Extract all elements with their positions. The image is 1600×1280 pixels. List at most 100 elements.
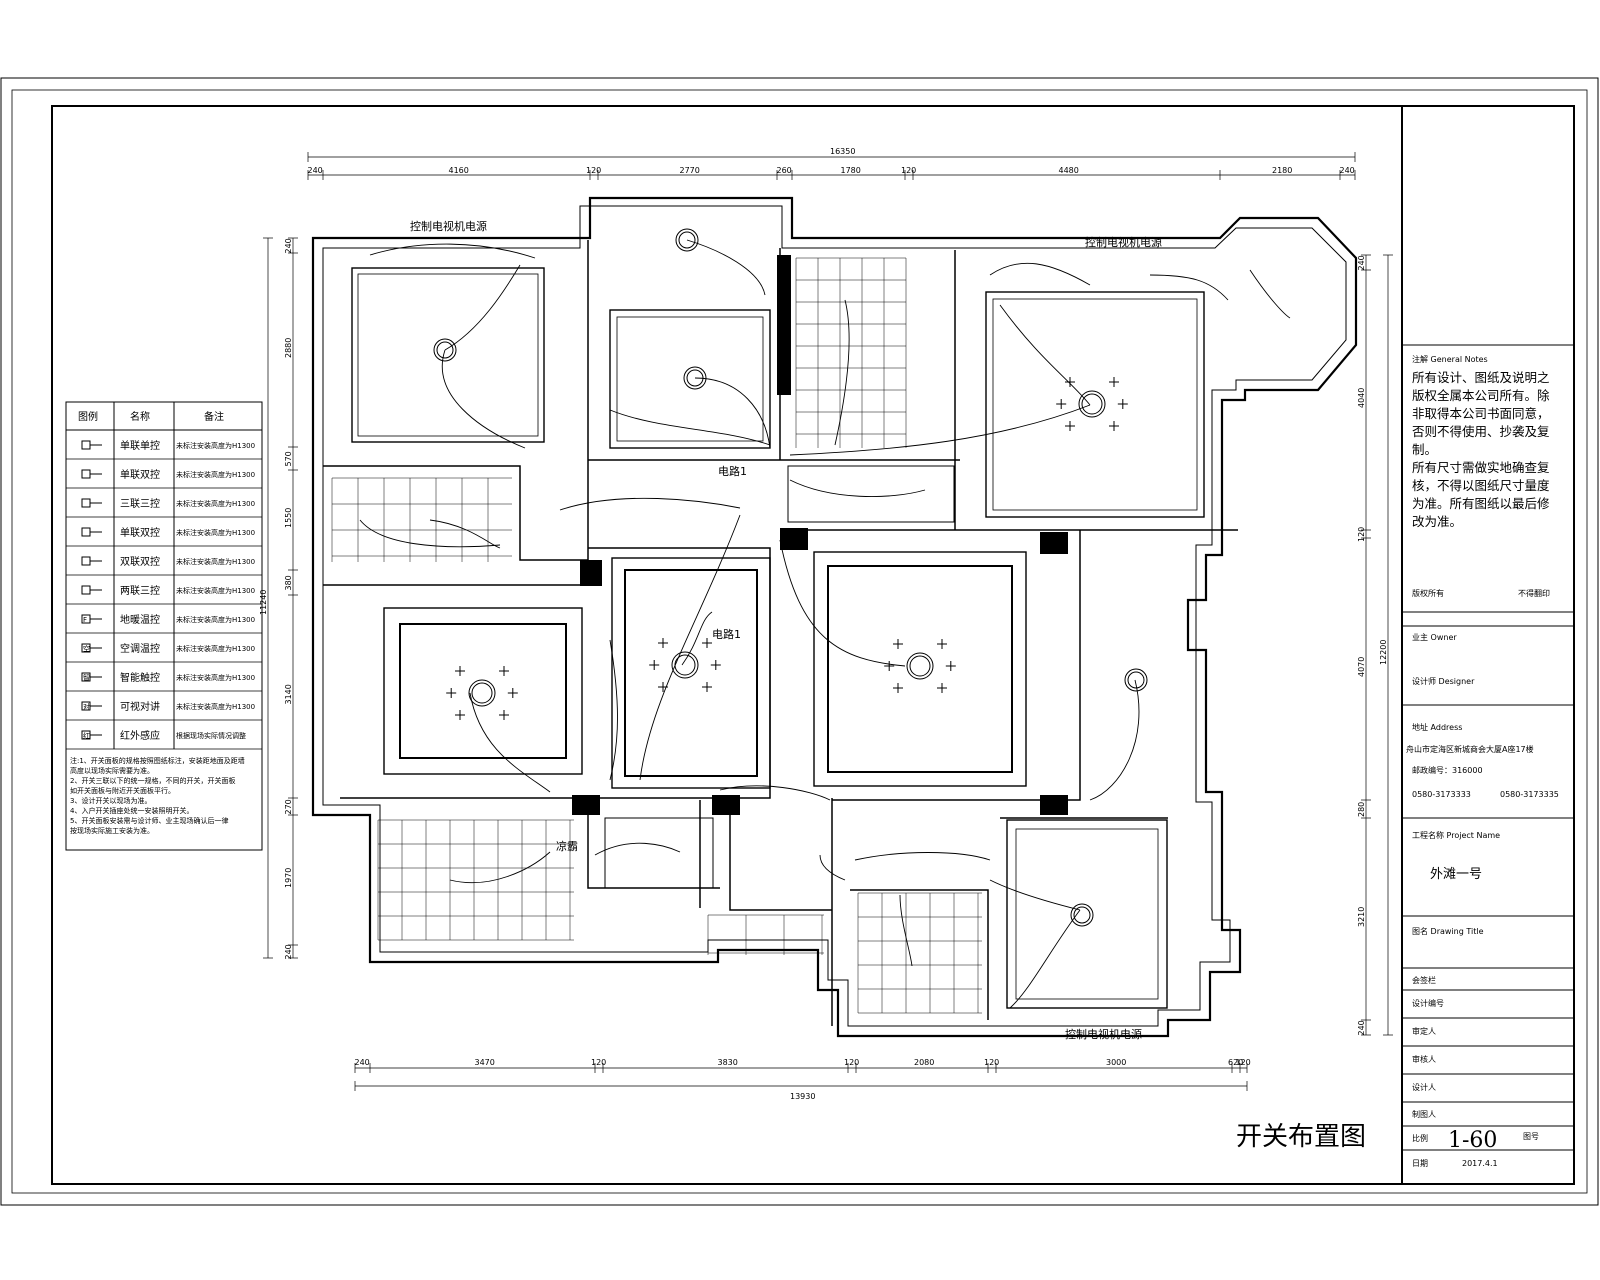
legend-row-note: 未标注安装高度为H1300 <box>176 441 255 450</box>
tb-notes-line: 版权全属本公司所有。除 <box>1412 388 1550 403</box>
legend-row-note: 未标注安装高度为H1300 <box>176 528 255 537</box>
dim-top: 2770 <box>680 166 700 175</box>
dim-right: 3210 <box>1357 907 1366 927</box>
tb-notes-line: 所有设计、图纸及说明之 <box>1412 370 1550 385</box>
dim-left-total: 11240 <box>259 590 268 615</box>
dim-right: 120 <box>1357 527 1366 542</box>
legend-row-note: 未标注安装高度为H1300 <box>176 702 255 711</box>
tb-notes-line: 改为准。 <box>1412 514 1462 529</box>
legend-row-name: 红外感应 <box>120 729 160 742</box>
tb-designer: 设计师 Designer <box>1412 676 1475 686</box>
label-cool: 凉霸 <box>556 839 578 853</box>
tb-r4: 审核人 <box>1412 1054 1436 1064</box>
tb-r3: 审定人 <box>1412 1026 1436 1036</box>
legend-header: 名称 <box>130 410 150 423</box>
legend-note-line: 注:1、开关面板的规格按照图纸标注，安装距地面及距墙 <box>70 756 245 765</box>
dim-right: 4040 <box>1357 388 1366 408</box>
tb-drawing-label: 图名 Drawing Title <box>1412 926 1484 936</box>
legend-icon-glyph: 智 <box>83 673 90 682</box>
dim-left: 240 <box>284 238 293 253</box>
dim-top: 4160 <box>449 166 469 175</box>
walls <box>311 196 1358 1038</box>
dim-bottom: 120 <box>1236 1058 1251 1067</box>
dim-left: 270 <box>284 799 293 814</box>
dim-top: 2180 <box>1272 166 1292 175</box>
legend-header: 图例 <box>78 410 98 423</box>
switch-wiring <box>359 239 1291 1009</box>
dimension-lines <box>267 156 1389 1087</box>
legend-row-note: 根据现场实际情况调整 <box>176 731 246 740</box>
floor-tiles <box>331 257 982 1014</box>
legend-switch-icon: 智 <box>81 672 102 682</box>
tb-notes-line: 为准。所有图纸以最后修 <box>1412 496 1550 511</box>
dim-bottom: 120 <box>984 1058 999 1067</box>
legend-switch-icon <box>81 527 102 537</box>
tb-postcode: 邮政编号：316000 <box>1412 765 1483 775</box>
dim-top: 240 <box>1340 166 1355 175</box>
label-circuit1-b: 电路1 <box>712 628 741 641</box>
middle-border <box>11 89 1588 1194</box>
dim-left: 1970 <box>284 868 293 888</box>
legend-note-line: 5、开关面板安装需与设计师、业主现场确认后一律 <box>70 816 228 825</box>
dim-bottom: 3000 <box>1106 1058 1126 1067</box>
tb-sheet-label: 图号 <box>1523 1132 1539 1141</box>
legend-switch-icon <box>81 469 102 479</box>
dim-top: 240 <box>308 166 323 175</box>
dim-bottom: 120 <box>591 1058 606 1067</box>
tb-r5: 设计人 <box>1412 1082 1436 1092</box>
legend-row-name: 两联三控 <box>120 584 160 597</box>
light-fixtures <box>433 228 1148 927</box>
dim-left: 240 <box>284 944 293 959</box>
tb-scale-label: 比例 <box>1412 1133 1428 1143</box>
tb-notes-label: 注解 General Notes <box>1412 354 1488 364</box>
dim-left: 3140 <box>284 684 293 704</box>
legend-icon-glyph: 空 <box>83 644 90 653</box>
legend-note-line: 4、入户开关插座处统一安装照明开关。 <box>70 806 193 815</box>
legend-row-note: 未标注安装高度为H1300 <box>176 557 255 566</box>
tb-copyright: 版权所有 <box>1412 588 1444 598</box>
title-block <box>1402 344 1574 1151</box>
outer-border <box>0 77 1599 1206</box>
dim-top: 120 <box>901 166 916 175</box>
legend-row-note: 未标注安装高度为H1300 <box>176 644 255 653</box>
dim-bottom: 120 <box>844 1058 859 1067</box>
legend-row-name: 空调温控 <box>120 642 160 655</box>
legend-row-name: 智能触控 <box>120 671 160 684</box>
legend-row-note: 未标注安装高度为H1300 <box>176 615 255 624</box>
dim-top: 260 <box>777 166 792 175</box>
tb-notes-line: 否则不得使用、抄袭及复 <box>1412 424 1550 439</box>
legend-row-note: 未标注安装高度为H1300 <box>176 470 255 479</box>
tb-scale: 1-60 <box>1448 1128 1497 1153</box>
dim-bottom: 620 <box>1228 1058 1243 1067</box>
tb-owner: 业主 Owner <box>1412 632 1457 642</box>
legend-note-line: 高度以现场实际需要为准。 <box>70 766 154 775</box>
legend-switch-icon <box>81 440 102 450</box>
tb-date: 2017.4.1 <box>1462 1159 1498 1168</box>
dim-top: 1780 <box>841 166 861 175</box>
tb-notes-line: 制。 <box>1412 442 1437 457</box>
legend-row-name: 单联双控 <box>120 468 160 481</box>
legend-switch-icon <box>81 498 102 508</box>
dim-top: 4480 <box>1059 166 1079 175</box>
ceiling-panels <box>351 267 1205 1009</box>
legend-icon-glyph: F <box>83 616 87 624</box>
legend-header: 备注 <box>204 410 224 423</box>
tb-phone1: 0580-3173333 <box>1412 790 1471 799</box>
label-tv-power-3: 控制电视机电源 <box>1065 1027 1142 1041</box>
tb-notes-line: 非取得本公司书面同意， <box>1412 406 1550 421</box>
dim-top-total: 16350 <box>830 147 855 156</box>
tb-reserved: 不得翻印 <box>1518 588 1550 598</box>
legend-note-line: 2、开关三联以下的统一规格，不同的开关，开关面板 <box>70 776 235 785</box>
legend-row-name: 单联双控 <box>120 526 160 539</box>
legend-row-note: 未标注安装高度为H1300 <box>176 499 255 508</box>
legend-table: 图例名称备注单联单控未标注安装高度为H1300单联双控未标注安装高度为H1300… <box>65 401 263 851</box>
label-circuit1-a: 电路1 <box>718 465 747 478</box>
tb-r2: 设计编号 <box>1412 998 1444 1008</box>
tb-notes-line: 所有尺寸需做实地确查复 <box>1412 460 1550 475</box>
tb-date-label: 日期 <box>1412 1159 1428 1168</box>
dim-right-total: 12200 <box>1379 640 1388 665</box>
legend-row-name: 地暖温控 <box>120 613 160 626</box>
dim-left: 2880 <box>284 338 293 358</box>
dim-bottom: 3830 <box>718 1058 738 1067</box>
